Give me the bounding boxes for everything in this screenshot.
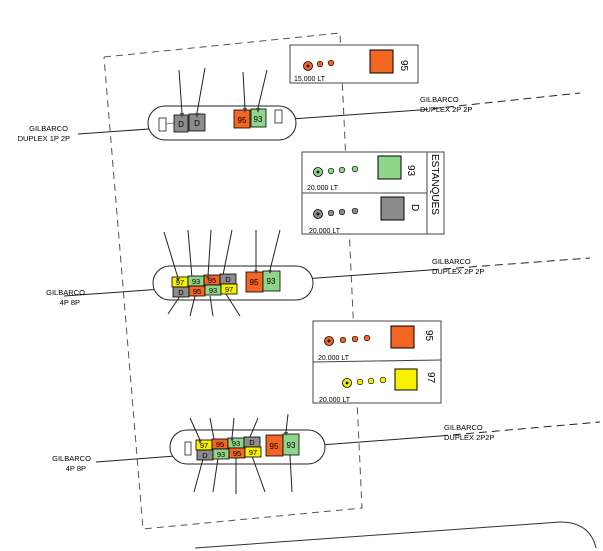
grade-label: 97	[225, 285, 233, 294]
dispenser-label-left: GILBARCO 4P 8P	[46, 288, 87, 307]
grade-label: 93	[287, 441, 296, 450]
tank-color-swatch	[377, 155, 402, 180]
pump-island-1: D D 95 93 GILBARCO DUPLEX 1P 2P GILBARCO…	[18, 67, 581, 143]
tank-panel-2: 20.000 LT 93 20.000 LT D ESTANQUES	[301, 151, 445, 235]
vent-icon	[327, 59, 335, 67]
grade-label: 93	[254, 115, 263, 124]
tank-volume: 20.000 LT	[319, 397, 351, 404]
vent-icon	[363, 334, 371, 342]
tank-grade: 97	[425, 372, 436, 384]
vent-icon	[316, 60, 324, 68]
vent-icon	[367, 377, 375, 385]
grade-label: D	[202, 451, 208, 460]
tank-panel-1: 15.000 LT 95	[289, 44, 419, 84]
vent-icon	[351, 335, 359, 343]
grade-label: 95	[238, 116, 247, 125]
tank-grade: D	[409, 204, 420, 211]
dispenser-label-right: GILBARCO DUPLEX 2P 2P	[420, 95, 472, 114]
site-boundary	[103, 32, 363, 530]
grade-label: 95	[208, 276, 216, 285]
tanks-title: ESTANQUES	[429, 154, 440, 215]
grade-label: D	[225, 275, 231, 284]
dispenser-label-right: GILBARCO DUPLEX 2P 2P	[432, 257, 484, 276]
vent-icon	[351, 207, 359, 215]
grade-label: D	[178, 288, 184, 297]
pump-island-2: 97 93 95 D D 95 93 97 95 93 GILBARCO 4P …	[46, 229, 591, 317]
vent-icon	[327, 167, 335, 175]
tank-volume: 20.000 LT	[318, 355, 350, 362]
grade-label: 95	[233, 449, 241, 458]
grade-label: D	[194, 119, 200, 128]
grade-label: 97	[200, 441, 208, 450]
tank-volume: 15.000 LT	[294, 76, 326, 83]
grade-label: 97	[176, 278, 184, 287]
grade-label: 93	[232, 439, 240, 448]
pump-island-3: 97 95 93 D D 93 95 97 95 93 GILBARCO 4P …	[52, 413, 601, 494]
grade-label: 97	[249, 448, 257, 457]
grade-label: 93	[192, 277, 200, 286]
road-curb	[194, 521, 597, 549]
dispenser-label-left: GILBARCO 4P 8P	[52, 454, 93, 473]
tank-grade: 95	[423, 330, 434, 342]
vent-icon	[379, 376, 387, 384]
vent-icon	[351, 165, 359, 173]
grade-label: D	[178, 120, 184, 129]
grade-label: 95	[250, 278, 259, 287]
grade-label: 93	[209, 286, 217, 295]
vent-icon	[338, 166, 346, 174]
tank-grade: 93	[405, 165, 416, 177]
dispenser-cell	[233, 109, 251, 129]
tank-color-swatch	[369, 49, 394, 74]
tank-volume: 20.000 LT	[309, 228, 341, 235]
dispenser-cell	[220, 283, 238, 295]
grade-label: 93	[267, 277, 276, 286]
tank-color-swatch	[380, 196, 405, 221]
vent-icon	[338, 208, 346, 216]
tank-grade: 95	[398, 60, 409, 72]
tank-color-swatch	[394, 368, 418, 391]
grade-label: 95	[270, 442, 279, 451]
grade-label: 93	[217, 450, 225, 459]
dispenser-cell	[244, 446, 262, 458]
vent-icon	[339, 336, 347, 344]
grade-label: 95	[193, 287, 201, 296]
dispenser-cell	[282, 433, 300, 456]
tank-panel-3: 20.000 LT 95 20.000 LT 97	[312, 320, 442, 404]
vent-icon	[327, 209, 335, 217]
grade-label: D	[249, 438, 255, 447]
dispenser-label-left: GILBARCO DUPLEX 1P 2P	[18, 124, 70, 143]
tank-color-swatch	[390, 325, 415, 349]
connection-arrows	[176, 108, 288, 444]
dispenser-label-right: GILBARCO DUPLEX 2P2P	[444, 423, 494, 442]
vent-icon	[356, 378, 364, 386]
tank-volume: 20.000 LT	[307, 185, 339, 192]
grade-label: 95	[216, 440, 224, 449]
